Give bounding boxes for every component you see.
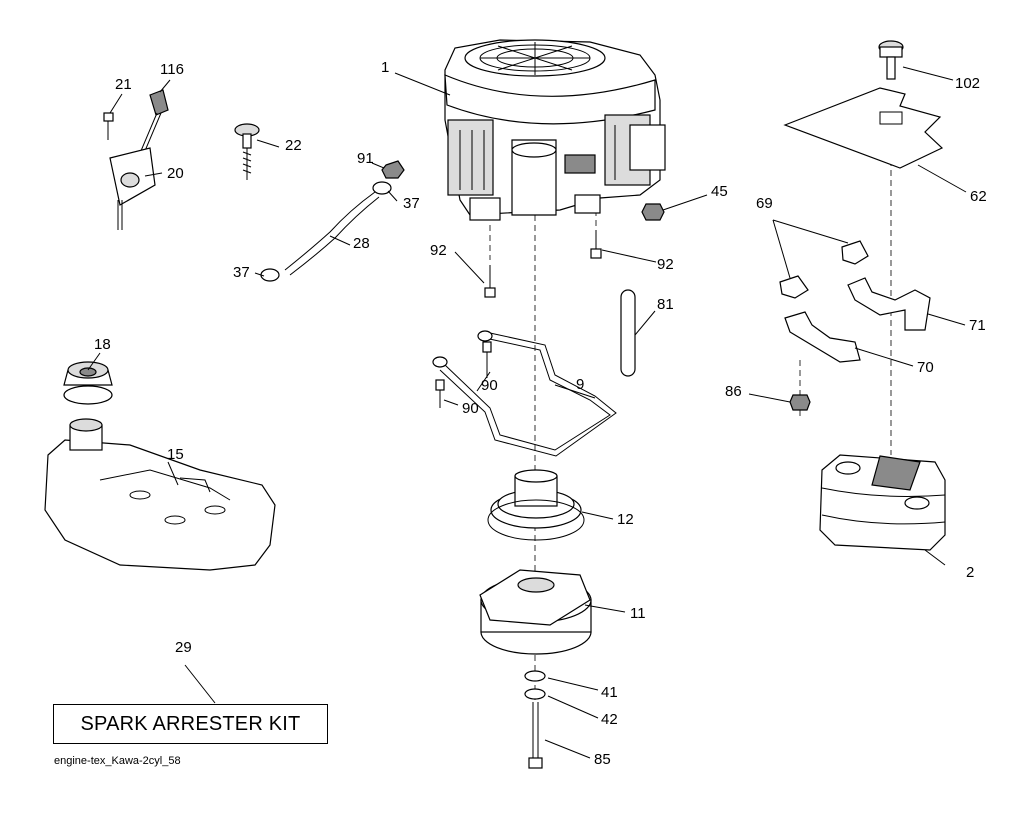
belt-guide-9 <box>444 337 611 451</box>
callout-81: 81 <box>657 296 674 313</box>
washer-41 <box>524 670 546 682</box>
callout-62: 62 <box>970 188 987 205</box>
gasket-69-a <box>779 275 809 299</box>
callout-12: 12 <box>617 511 634 528</box>
fuel-cap-18 <box>63 361 113 405</box>
leader-69-a <box>772 219 791 279</box>
bolt-90-a <box>482 341 492 378</box>
electric-clutch-11 <box>479 569 592 655</box>
callout-28: 28 <box>353 235 370 252</box>
muffler-2 <box>819 454 946 551</box>
callout-18: 18 <box>94 336 111 353</box>
callout-37-lower: 37 <box>233 264 250 281</box>
leader-lines <box>87 66 967 759</box>
callout-92-right: 92 <box>657 256 674 273</box>
bolt-90-b <box>435 379 445 408</box>
bolt-85 <box>528 702 543 769</box>
fuel-hose-28 <box>284 191 376 271</box>
callout-9: 9 <box>576 376 585 393</box>
gasket-69-b <box>841 240 869 265</box>
nut-91 <box>381 160 405 179</box>
callout-37-upper: 37 <box>403 195 420 212</box>
callout-90-lower: 90 <box>462 400 479 417</box>
callout-15: 15 <box>167 446 184 463</box>
spark-arrester-kit-box: SPARK ARRESTER KIT <box>53 704 328 744</box>
knob-116 <box>149 89 169 116</box>
callout-45: 45 <box>711 183 728 200</box>
diagram-code: engine-tex_Kawa-2cyl_58 <box>54 755 181 767</box>
leader-69-b <box>772 219 849 244</box>
callout-116: 116 <box>160 61 184 78</box>
bolt-92-b <box>590 230 602 259</box>
callout-2: 2 <box>966 564 975 581</box>
callout-69: 69 <box>756 195 773 212</box>
callout-22: 22 <box>285 137 302 154</box>
spark-arrester-kit-label: SPARK ARRESTER KIT <box>80 712 301 735</box>
callout-86: 86 <box>725 383 742 400</box>
fuel-tank-15 <box>44 418 276 571</box>
callout-29: 29 <box>175 639 192 656</box>
callout-42: 42 <box>601 711 618 728</box>
engine <box>444 39 666 221</box>
callout-102: 102 <box>955 75 981 92</box>
heat-shield-62 <box>783 87 944 169</box>
washer-42 <box>524 688 546 700</box>
callout-21: 21 <box>115 76 132 93</box>
bolt-92-a <box>484 265 496 298</box>
callout-91: 91 <box>357 150 374 167</box>
screw-21 <box>103 112 114 122</box>
callout-92-left: 92 <box>430 242 447 259</box>
exhaust-pipe-70 <box>784 311 861 363</box>
callout-85: 85 <box>594 751 611 768</box>
callout-90-upper: 90 <box>481 377 498 394</box>
wing-knob-102 <box>878 40 904 80</box>
heat-shield-slot <box>879 111 903 125</box>
pulley-12 <box>487 469 585 541</box>
tube-81 <box>620 289 636 377</box>
callout-20: 20 <box>167 165 184 182</box>
nut-86 <box>789 394 811 411</box>
belt-guide-9-inner <box>439 332 617 457</box>
throttle-control-20 <box>103 89 169 230</box>
callout-11: 11 <box>630 605 646 622</box>
callout-70: 70 <box>917 359 934 376</box>
callout-71: 71 <box>969 317 986 334</box>
callout-1: 1 <box>381 59 390 76</box>
exhaust-pipe-71 <box>847 277 931 331</box>
hose-clamp-37-a <box>372 181 392 195</box>
hose-clamp-37-b <box>260 268 280 282</box>
callout-41: 41 <box>601 684 618 701</box>
part-22 <box>234 123 260 180</box>
nut-45 <box>641 203 665 221</box>
